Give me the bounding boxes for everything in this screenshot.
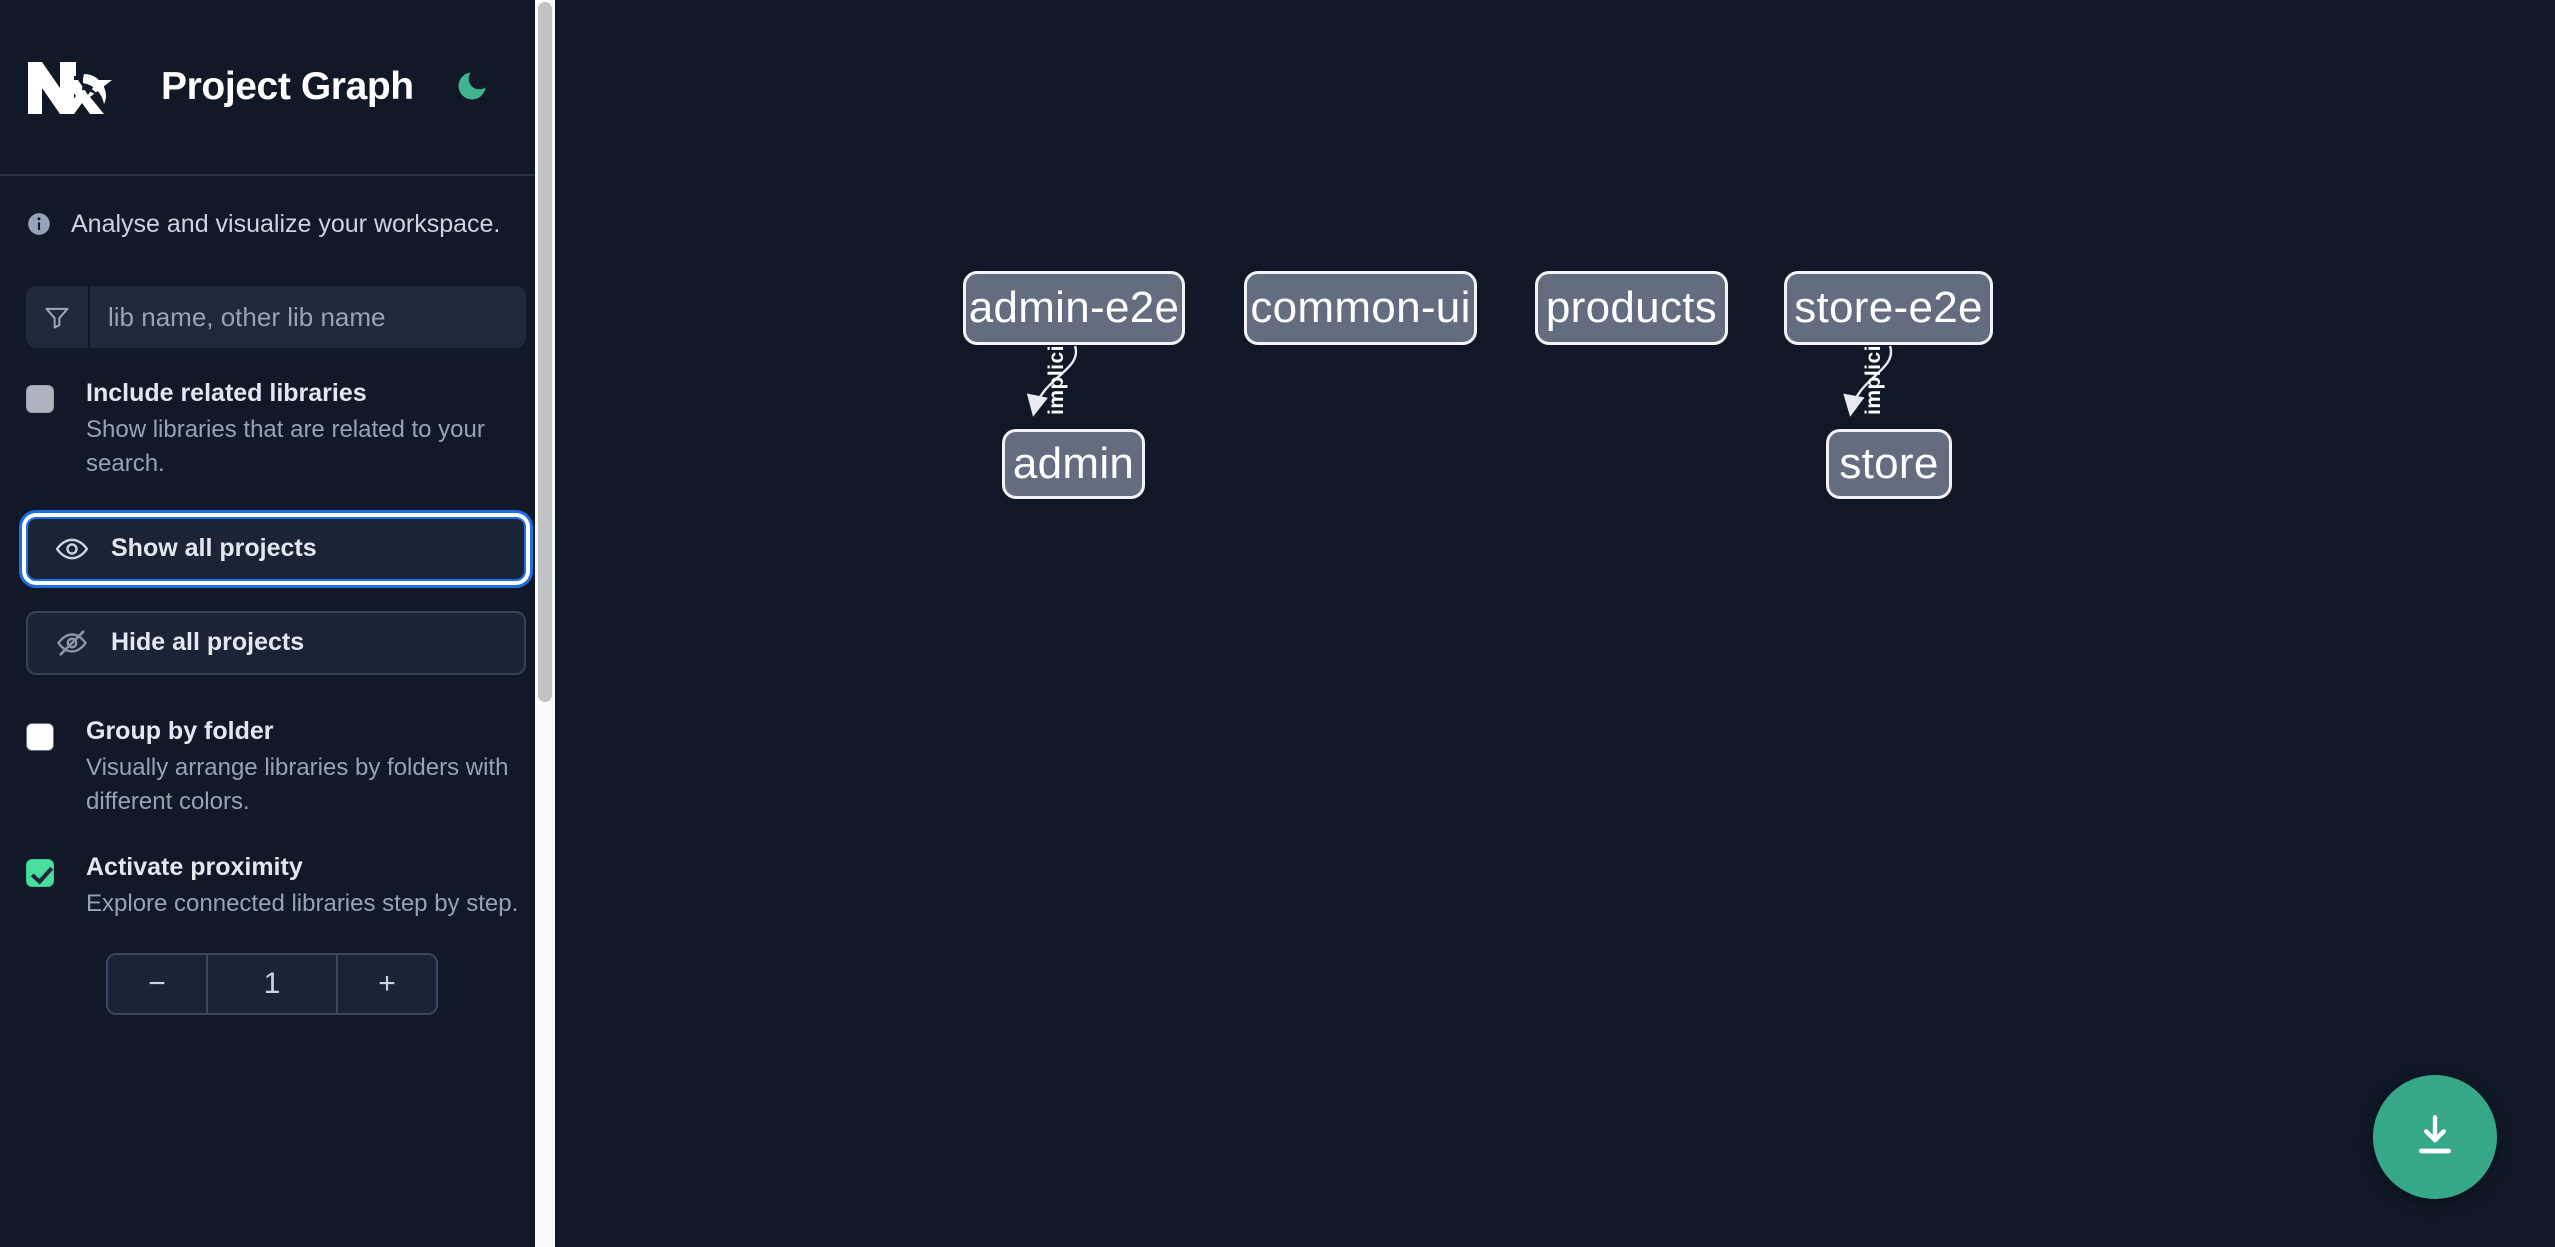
graph-node-products[interactable]: products (1535, 271, 1728, 345)
stepper-value: 1 (208, 954, 336, 1013)
graph-node-admin-e2e[interactable]: admin-e2e (963, 271, 1185, 345)
option-group-by-folder[interactable]: Group by folder Visually arrange librari… (26, 717, 529, 819)
edge-label-admin: implicit (1045, 337, 1068, 415)
moon-icon (454, 68, 490, 107)
hide-all-projects-button[interactable]: Hide all projects (26, 610, 526, 675)
sidebar: Project Graph Analyse and visualize your… (0, 0, 555, 1247)
sidebar-scrollbar[interactable] (535, 0, 555, 1247)
proximity-stepper: − 1 + (106, 952, 438, 1015)
option-description: Explore connected libraries step by step… (86, 889, 519, 917)
edge-label-store: implicit (1862, 337, 1885, 415)
graph-node-store[interactable]: store (1826, 429, 1952, 499)
sidebar-body: Include related libraries Show libraries… (0, 286, 555, 1015)
stepper-decrement-button[interactable]: − (108, 954, 208, 1013)
option-description: Visually arrange libraries by folders wi… (86, 753, 509, 815)
graph-canvas[interactable]: implicit implicit admin-e2e common-ui pr… (555, 0, 2555, 1247)
sidebar-header: Project Graph (0, 0, 555, 176)
option-label: Include related libraries (86, 379, 367, 407)
option-include-related-libraries[interactable]: Include related libraries Show libraries… (26, 379, 529, 481)
info-icon (26, 211, 52, 237)
search-input[interactable] (90, 286, 526, 348)
filter-row (26, 286, 526, 348)
eye-icon (55, 532, 89, 566)
download-button[interactable] (2373, 1075, 2497, 1199)
eye-off-icon (55, 626, 89, 660)
download-icon (2410, 1111, 2460, 1164)
show-all-projects-label: Show all projects (111, 534, 317, 563)
theme-toggle-button[interactable] (450, 65, 494, 109)
graph-node-admin[interactable]: admin (1002, 429, 1145, 499)
tagline-text: Analyse and visualize your workspace. (71, 209, 501, 238)
option-activate-proximity[interactable]: Activate proximity Explore connected lib… (26, 853, 529, 921)
workspace-tagline: Analyse and visualize your workspace. (0, 176, 555, 272)
page-title: Project Graph (161, 65, 414, 108)
graph-edges (1026, 345, 1893, 417)
show-all-projects-button[interactable]: Show all projects (26, 516, 526, 581)
graph-node-store-e2e[interactable]: store-e2e (1784, 271, 1993, 345)
include-related-checkbox[interactable] (26, 385, 54, 413)
sidebar-scrollbar-thumb[interactable] (538, 2, 552, 702)
option-label: Group by folder (86, 716, 274, 745)
option-label: Activate proximity (86, 852, 303, 881)
option-description: Show libraries that are related to your … (86, 415, 485, 477)
graph-node-common-ui[interactable]: common-ui (1244, 271, 1477, 345)
hide-all-projects-label: Hide all projects (111, 628, 305, 657)
nx-logo (26, 56, 118, 118)
activate-proximity-checkbox[interactable] (26, 858, 54, 887)
group-by-folder-checkbox[interactable] (26, 722, 54, 751)
filter-funnel-icon (26, 286, 90, 348)
stepper-increment-button[interactable]: + (336, 954, 436, 1013)
